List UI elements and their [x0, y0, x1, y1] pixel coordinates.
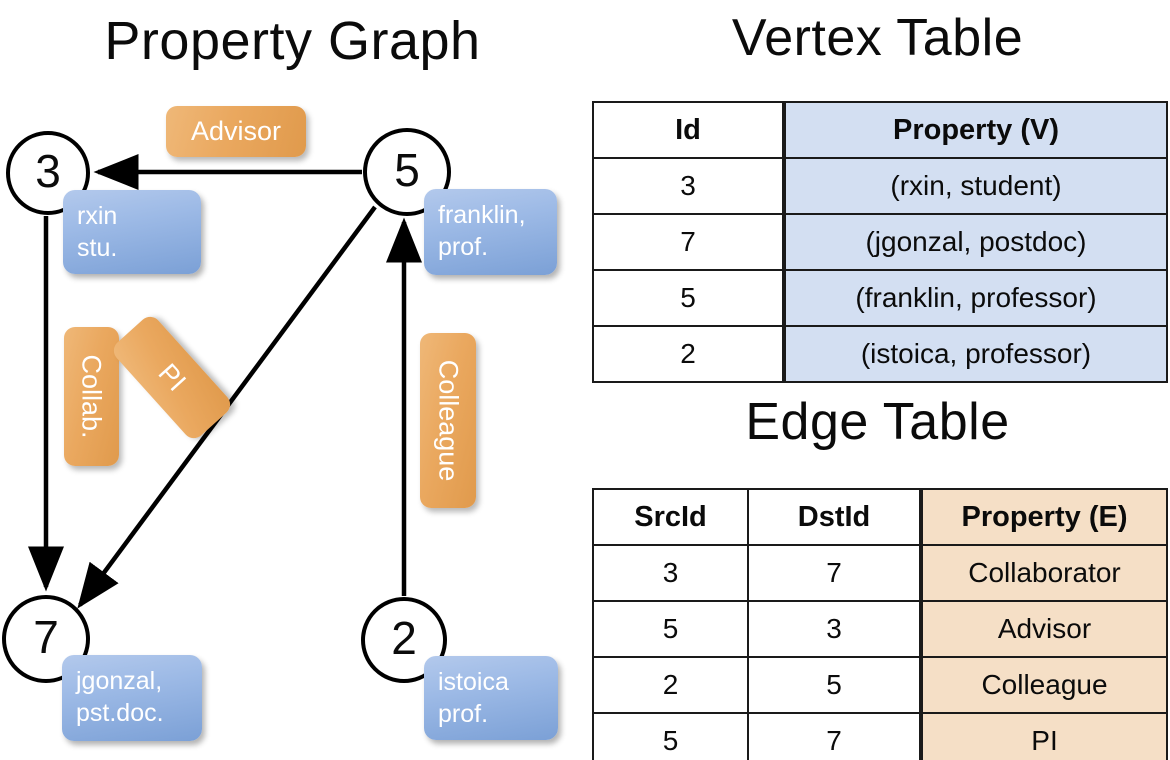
table-row: 5 3 Advisor [592, 600, 1168, 658]
edge-row-1-property: Advisor [919, 600, 1168, 658]
edge-label-colleague-text: Colleague [433, 359, 464, 482]
page-title-property-graph: Property Graph [104, 11, 481, 71]
edge-label-colleague[interactable]: Colleague [420, 333, 476, 508]
edge-row-1-srcid: 5 [592, 600, 749, 658]
graph-vertex-3-label: 3 [35, 145, 61, 197]
edge-label-collab[interactable]: Collab. [64, 327, 119, 466]
vertex-property-callout-2[interactable]: istoica prof. [424, 656, 558, 740]
edge-table-header-dstid: DstId [747, 488, 922, 546]
graph-vertex-5[interactable]: 5 [363, 128, 451, 216]
edge-row-3-dstid: 7 [747, 712, 922, 760]
graph-vertex-7-label: 7 [33, 611, 59, 663]
table-row: 5 (franklin, professor) [592, 269, 1168, 327]
vertex-property-7-line2: pst.doc. [76, 699, 164, 727]
property-graph-diagram: 3 5 7 2 rxin stu. franklin, prof. jgonza… [2, 106, 558, 741]
edge-label-collab-text: Collab. [77, 354, 108, 439]
vertex-property-callout-7[interactable]: jgonzal, pst.doc. [62, 655, 202, 741]
vertex-property-2-line1: istoica [438, 668, 509, 696]
table-row: 2 5 Colleague [592, 656, 1168, 714]
table-row: 3 7 Collaborator [592, 544, 1168, 602]
vertex-property-5-line1: franklin, [438, 201, 526, 229]
edge-label-pi-text: PI [152, 357, 193, 397]
graph-vertex-2-label: 2 [391, 612, 417, 664]
page-title-vertex-table: Vertex Table [731, 9, 1024, 67]
edge-label-advisor-text: Advisor [190, 116, 282, 146]
edge-table-header-property: Property (E) [919, 488, 1168, 546]
table-row: 2 (istoica, professor) [592, 325, 1168, 383]
vertex-row-3-property: (istoica, professor) [782, 325, 1168, 383]
edge-row-0-property: Collaborator [919, 544, 1168, 602]
table-row: 3 (rxin, student) [592, 157, 1168, 215]
vertex-row-0-property: (rxin, student) [782, 157, 1168, 215]
graph-vertex-2[interactable]: 2 [361, 597, 447, 683]
vertex-table-header-id: Id [592, 101, 785, 159]
table-row: 7 (jgonzal, postdoc) [592, 213, 1168, 271]
edge-row-2-property: Colleague [919, 656, 1168, 714]
edge-row-3-srcid: 5 [592, 712, 749, 760]
graph-vertex-5-label: 5 [394, 144, 420, 196]
vertex-property-3-line1: rxin [77, 202, 118, 230]
vertex-property-7-line1: jgonzal, [76, 667, 163, 695]
edge-row-1-dstid: 3 [747, 600, 922, 658]
vertex-row-3-id: 2 [592, 325, 785, 383]
edge-row-3-property: PI [919, 712, 1168, 760]
vertex-property-3-line2: stu. [77, 234, 118, 262]
edge-row-2-dstid: 5 [747, 656, 922, 714]
vertex-table: Id Property (V) 3 (rxin, student) 7 (jgo… [592, 101, 1168, 383]
vertex-table-header-row: Id Property (V) [592, 101, 1168, 159]
vertex-property-5-line2: prof. [438, 233, 489, 261]
edge-row-0-srcid: 3 [592, 544, 749, 602]
edge-table-header-row: SrcId DstId Property (E) [592, 488, 1168, 546]
edge-row-0-dstid: 7 [747, 544, 922, 602]
vertex-row-2-property: (franklin, professor) [782, 269, 1168, 327]
vertex-property-callout-3[interactable]: rxin stu. [63, 190, 201, 274]
edge-label-advisor[interactable]: Advisor [166, 106, 306, 157]
vertex-row-1-id: 7 [592, 213, 785, 271]
vertex-property-callout-5[interactable]: franklin, prof. [424, 189, 557, 275]
page-title-edge-table: Edge Table [745, 393, 1010, 451]
vertex-row-2-id: 5 [592, 269, 785, 327]
vertex-property-2-line2: prof. [438, 700, 489, 728]
vertex-table-header-property: Property (V) [782, 101, 1168, 159]
edge-table-header-srcid: SrcId [592, 488, 749, 546]
vertex-row-0-id: 3 [592, 157, 785, 215]
edge-table: SrcId DstId Property (E) 3 7 Collaborato… [592, 488, 1168, 760]
table-row: 5 7 PI [592, 712, 1168, 760]
vertex-row-1-property: (jgonzal, postdoc) [782, 213, 1168, 271]
edge-row-2-srcid: 2 [592, 656, 749, 714]
